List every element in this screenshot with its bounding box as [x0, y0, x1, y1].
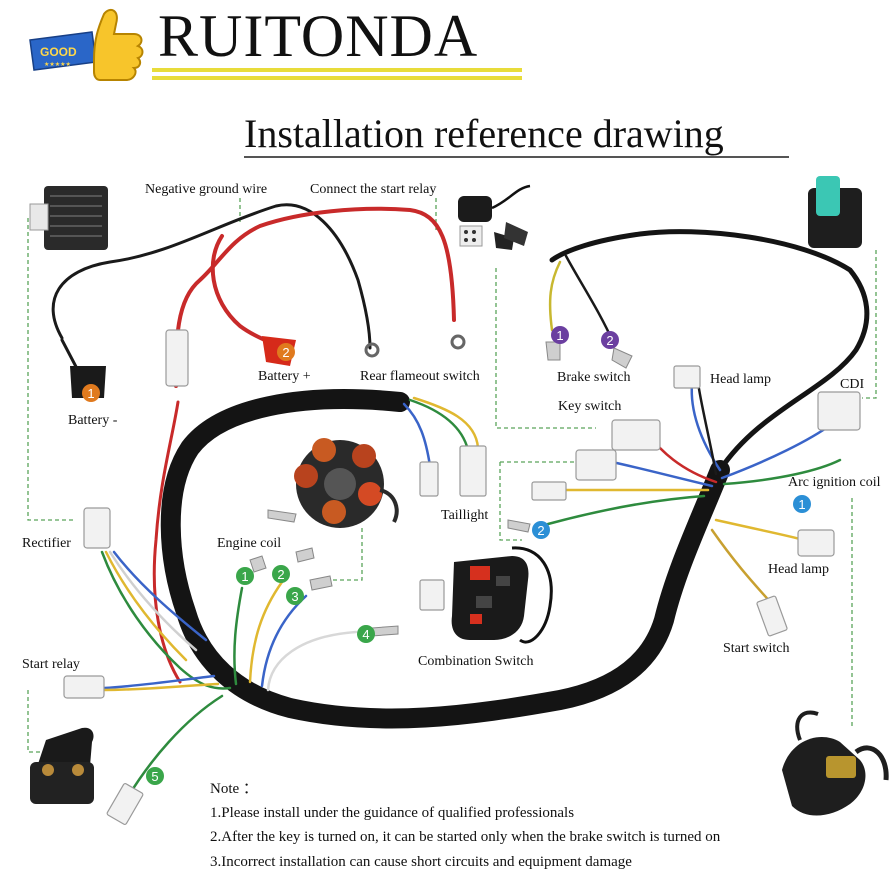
note-item-3: 3.Incorrect installation can cause short… [210, 854, 632, 870]
svg-text:1: 1 [798, 497, 805, 512]
svg-text:2: 2 [277, 567, 284, 582]
page-title: Installation reference drawing [244, 111, 724, 156]
badge-start-relay: 5 [146, 767, 164, 785]
svg-text:1: 1 [556, 328, 563, 343]
badge-engine-3: 3 [286, 587, 304, 605]
svg-text:4: 4 [362, 627, 369, 642]
badge-battery-minus: 1 [82, 384, 100, 402]
svg-text:1: 1 [87, 386, 94, 401]
label-rear-flameout-switch: Rear flameout switch [360, 369, 480, 384]
label-start-switch: Start switch [723, 641, 790, 656]
badge-battery-plus: 2 [277, 343, 295, 361]
svg-text:2: 2 [537, 523, 544, 538]
logo-badge-text: GOOD [40, 45, 77, 59]
label-start-relay: Start relay [22, 657, 80, 672]
label-negative-ground-wire: Negative ground wire [145, 182, 268, 197]
badges: 1 2 1 2 2 1 1 2 3 4 5 [82, 326, 811, 785]
label-rectifier: Rectifier [22, 536, 71, 551]
badge-key-switch: 2 [532, 521, 550, 539]
note-item-2: 2.After the key is turned on, it can be … [210, 829, 721, 845]
label-engine-coil: Engine coil [217, 536, 282, 551]
brand-underline-top [152, 68, 522, 72]
svg-text:2: 2 [606, 333, 613, 348]
svg-text:★★★★★: ★★★★★ [44, 61, 71, 68]
svg-text:5: 5 [151, 769, 158, 784]
label-combination-switch: Combination Switch [418, 654, 534, 669]
cdi-component [808, 176, 862, 248]
label-head-lamp-right: Head lamp [768, 562, 830, 577]
start-relay-component [30, 727, 94, 804]
combination-switch-component [451, 546, 553, 644]
label-cdi: CDI [840, 377, 865, 392]
main-harness-sheath [160, 229, 870, 729]
badge-engine-1: 1 [236, 567, 254, 585]
engine-coil-component [294, 438, 399, 528]
ignition-coil-component [782, 710, 889, 816]
key-switch-component [458, 184, 531, 250]
svg-text:2: 2 [282, 345, 289, 360]
label-taillight: Taillight [441, 508, 489, 523]
label-key-switch: Key switch [558, 399, 622, 414]
badge-brake-1: 1 [551, 326, 569, 344]
label-connect-start-relay: Connect the start relay [310, 182, 437, 197]
note-heading: Note ： [210, 781, 258, 797]
good-thumbs-up-logo: GOOD ★★★★★ [29, 8, 144, 81]
title-underline [244, 156, 789, 158]
badge-engine-4: 4 [357, 625, 375, 643]
svg-text:1: 1 [241, 569, 248, 584]
label-battery-minus: Battery - [68, 413, 118, 428]
label-battery-plus: Battery + [258, 369, 311, 384]
note-item-1: 1.Please install under the guidance of q… [210, 805, 575, 821]
rectifier-component [29, 186, 108, 250]
badge-arc-ignition: 1 [793, 495, 811, 513]
badge-engine-2: 2 [272, 565, 290, 583]
brand-name: RUITONDA [158, 3, 479, 69]
connectors [63, 329, 861, 825]
label-arc-ignition-coil: Arc ignition coil [788, 475, 881, 490]
brand-underline-bottom [152, 76, 522, 80]
label-head-lamp-top: Head lamp [710, 372, 772, 387]
svg-text:3: 3 [291, 589, 298, 604]
leader-lines [27, 198, 877, 753]
label-brake-switch: Brake switch [557, 370, 631, 385]
badge-brake-2: 2 [601, 331, 619, 349]
